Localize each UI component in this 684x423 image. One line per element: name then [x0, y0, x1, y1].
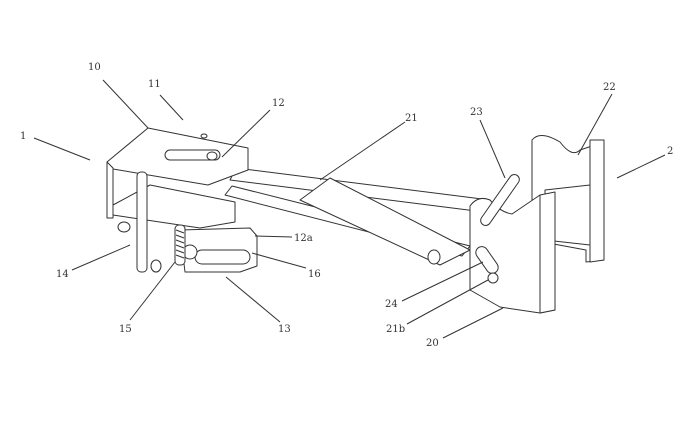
label-20: 20: [426, 338, 439, 349]
label-22: 22: [603, 82, 616, 93]
label-24: 24: [385, 299, 398, 310]
label-12: 12: [272, 98, 285, 109]
right-assembly: [469, 135, 605, 314]
label-21b: 21b: [386, 324, 405, 335]
label-23: 23: [470, 107, 483, 118]
label-16: 16: [308, 269, 321, 280]
label-15: 15: [119, 324, 132, 335]
label-1: 1: [20, 131, 26, 142]
label-21: 21: [405, 113, 418, 124]
label-13: 13: [278, 324, 291, 335]
connecting-rods: [224, 167, 491, 266]
label-2: 2: [667, 146, 673, 157]
label-11: 11: [148, 79, 161, 90]
left-assembly: [106, 127, 258, 273]
label-14: 14: [56, 269, 69, 280]
leader-lines: [33, 79, 666, 339]
label-12a: 12a: [294, 233, 313, 244]
label-10: 10: [88, 62, 101, 73]
